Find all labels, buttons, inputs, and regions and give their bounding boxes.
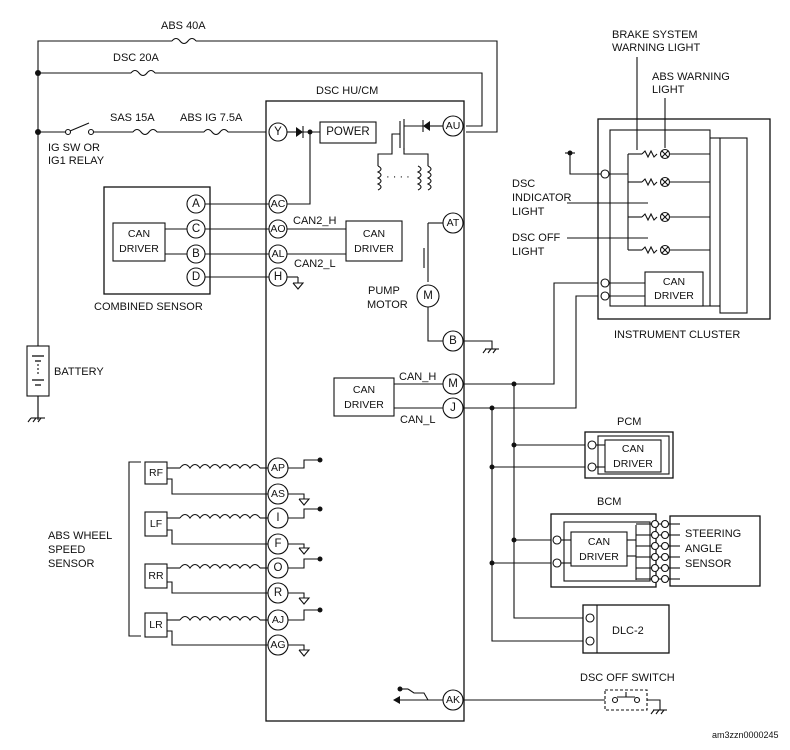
can-bus — [463, 282, 598, 642]
hu-pin-as: AS — [271, 488, 285, 500]
pump-label: PUMP — [368, 285, 400, 297]
dsc-off-switch-label: DSC OFF SWITCH — [580, 672, 675, 684]
wheel-rf: RF — [149, 467, 163, 479]
abs-wheel-label-3: SENSOR — [48, 558, 95, 570]
sensor-can-label: CAN — [128, 228, 150, 240]
sensor-pin-c-label: C — [192, 223, 200, 235]
can2-l-label: CAN2_L — [294, 258, 336, 270]
brake-warning-label-2: WARNING LIGHT — [612, 42, 700, 54]
hu-pin-o: O — [274, 562, 283, 574]
hu-pin-aj: AJ — [272, 614, 284, 626]
steering-label-2: ANGLE — [685, 543, 722, 555]
sensor-driver-label: DRIVER — [119, 243, 159, 255]
hu-pin-at: AT — [447, 217, 460, 229]
hu-pin-al: AL — [272, 248, 285, 260]
hu-pin-ag: AG — [270, 639, 285, 651]
abs-warning-label-1: ABS WARNING — [652, 71, 730, 83]
ext-driver-label: DRIVER — [344, 399, 384, 411]
can-h-label: CAN_H — [399, 371, 436, 383]
cluster-can-label: CAN — [663, 276, 685, 288]
abs-warning-label-2: LIGHT — [652, 84, 685, 96]
dsc-indicator-label-1: DSC — [512, 178, 535, 190]
hu-pin-m: M — [448, 378, 458, 390]
cluster-driver-label: DRIVER — [654, 290, 694, 302]
wheel-lr: LR — [149, 619, 163, 631]
bcm-driver-label: DRIVER — [579, 551, 619, 563]
dsc-off-light-label-2: LIGHT — [512, 246, 545, 258]
pcm-driver-label: DRIVER — [613, 458, 653, 470]
ig-circuit: SAS 15A ABS IG 7.5A IG SW OR IG1 RELAY — [35, 112, 266, 167]
sensor-pin-a-label: A — [192, 198, 200, 210]
can-l-label: CAN_L — [400, 414, 435, 426]
dlc2-connector: DLC-2 — [582, 604, 670, 654]
pcm-label: PCM — [617, 416, 641, 428]
combined-sensor: CAN DRIVER A C B D COMBINED SENSOR — [94, 186, 269, 313]
wheel-sensor-pins: AP AS I F O R AJ AG — [267, 457, 323, 657]
instrument-cluster: BRAKE SYSTEM WARNING LIGHT ABS WARNING L… — [512, 29, 771, 341]
dsc-off-switch: DSC OFF SWITCH — [463, 672, 675, 715]
figure-code: am3zzn0000245 — [712, 730, 779, 740]
dsc-indicator-label-3: LIGHT — [512, 206, 545, 218]
brake-warning-label-1: BRAKE SYSTEM — [612, 29, 698, 41]
sas-15a-label: SAS 15A — [110, 112, 155, 124]
combined-sensor-label: COMBINED SENSOR — [94, 301, 203, 313]
ext-can-label: CAN — [353, 384, 375, 396]
abs-wheel-label-1: ABS WHEEL — [48, 530, 112, 542]
hu-pin-ao: AO — [270, 223, 285, 235]
abs-ig-label: ABS IG 7.5A — [180, 112, 243, 124]
dsc-20a-label: DSC 20A — [113, 52, 160, 64]
motor-label: MOTOR — [367, 299, 408, 311]
dsc-indicator-label-2: INDICATOR — [512, 192, 572, 204]
abs-40a-circuit: ABS 40A — [37, 20, 498, 420]
dlc2-label: DLC-2 — [612, 625, 644, 637]
hu-pin-ap: AP — [271, 462, 285, 474]
abs-wheel-label-2: SPEED — [48, 544, 85, 556]
bcm-label: BCM — [597, 496, 621, 508]
hu-pin-ak: AK — [446, 694, 460, 706]
battery-symbol: BATTERY — [26, 345, 104, 423]
wheel-lf: LF — [150, 518, 162, 530]
hu-pin-r: R — [274, 587, 282, 599]
steering-label-1: STEERING — [685, 528, 741, 540]
hu-pin-h: H — [274, 271, 282, 283]
battery-label: BATTERY — [54, 366, 104, 378]
bcm-can-label: CAN — [588, 536, 610, 548]
valve-ellipsis: · · · · — [386, 171, 410, 183]
hu-pin-y: Y — [274, 126, 282, 138]
ig-sw-label-1: IG SW OR — [48, 142, 100, 154]
power-label: POWER — [326, 126, 369, 138]
motor-symbol: M — [423, 290, 433, 302]
dsc-20a-circuit: DSC 20A — [35, 52, 483, 127]
wheel-rr: RR — [148, 570, 164, 582]
pcm-can-label: CAN — [622, 443, 644, 455]
sensor-pin-d-label: D — [192, 271, 200, 283]
hu-pin-i: I — [276, 512, 279, 524]
can2-h-label: CAN2_H — [293, 215, 336, 227]
dsc-off-light-label-1: DSC OFF — [512, 232, 561, 244]
dsc-hucm-module: DSC HU/CM Y AC AO AL H POWER CAN DRIVER … — [265, 85, 499, 722]
hu-pin-f: F — [274, 538, 281, 550]
hu-pin-b: B — [449, 335, 457, 347]
ig-sw-label-2: IG1 RELAY — [48, 155, 105, 167]
hu-can-label: CAN — [363, 228, 385, 240]
hu-driver-label: DRIVER — [354, 243, 394, 255]
abs-40a-label: ABS 40A — [161, 20, 206, 32]
sensor-pin-b-label: B — [192, 248, 200, 260]
instrument-cluster-label: INSTRUMENT CLUSTER — [614, 329, 740, 341]
pcm-module: CAN DRIVER PCM — [584, 416, 674, 479]
dsc-hucm-label: DSC HU/CM — [316, 85, 378, 97]
hu-pin-au: AU — [446, 120, 461, 132]
wheel-sensors: RF LF RR LR ABS WHEEL SPEED SENSOR — [48, 461, 268, 646]
hu-pin-ac: AC — [271, 198, 286, 210]
hu-pin-j: J — [450, 402, 456, 414]
steering-angle-sensor: STEERING ANGLE SENSOR — [669, 515, 761, 587]
steering-label-3: SENSOR — [685, 558, 732, 570]
bcm-module: CAN DRIVER BCM — [550, 496, 680, 588]
